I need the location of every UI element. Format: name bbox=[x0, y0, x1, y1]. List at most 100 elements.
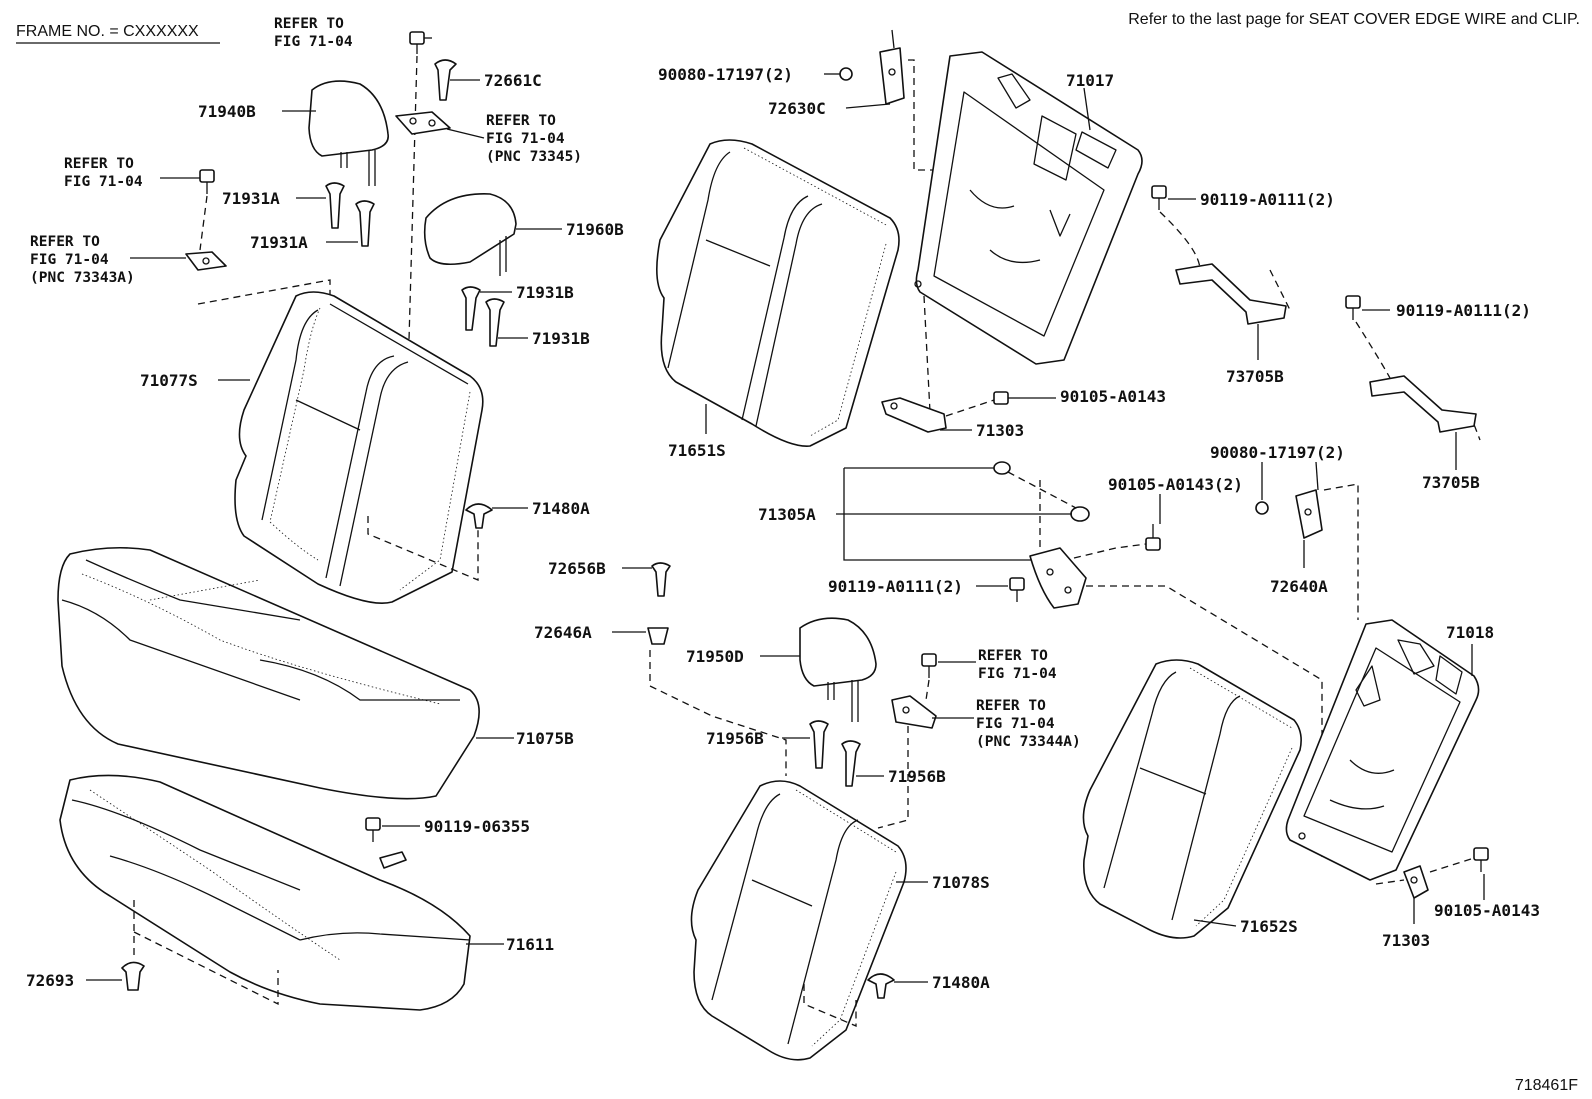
seatback-pad-71651s[interactable] bbox=[656, 139, 900, 447]
headrest-71960b[interactable] bbox=[423, 193, 517, 276]
label-72693: 72693 bbox=[26, 971, 74, 990]
bushing-71305a-1[interactable] bbox=[993, 461, 1011, 475]
label-71018: 71018 bbox=[1446, 623, 1494, 642]
dashed-guide-line bbox=[925, 679, 930, 701]
bracket-pnc-73343a[interactable] bbox=[185, 251, 227, 271]
bolt-90105-a0143-2[interactable] bbox=[1145, 524, 1161, 551]
label-71940b: 71940B bbox=[198, 102, 256, 121]
label-72656b: 72656B bbox=[548, 559, 606, 578]
leader-71017 bbox=[1083, 87, 1091, 131]
hinge-bracket[interactable] bbox=[1029, 547, 1087, 609]
hinge-71303-2[interactable] bbox=[1403, 865, 1429, 899]
label-90119-a0111-1: 90119-A0111(2) bbox=[1200, 190, 1335, 209]
seatback-frame-71017[interactable] bbox=[914, 51, 1143, 365]
hinge-71303-1[interactable] bbox=[881, 397, 947, 433]
label-73705b-1: 73705B bbox=[1226, 367, 1284, 386]
ref-r5-line2: FIG 71-04 bbox=[978, 666, 1057, 682]
nut-90080-17197-1[interactable] bbox=[839, 67, 853, 81]
label-73705b-2: 73705B bbox=[1422, 473, 1480, 492]
bolt-90119-a0111-3[interactable] bbox=[1009, 577, 1025, 602]
guide-72656b[interactable] bbox=[651, 562, 671, 597]
header-note: Refer to the last page for SEAT COVER ED… bbox=[1128, 11, 1580, 28]
ref-r2-line3: (PNC 73345) bbox=[486, 149, 582, 165]
bushing-71305a-2[interactable] bbox=[1070, 506, 1090, 522]
clip-71480a-2[interactable] bbox=[867, 973, 895, 999]
latch-bracket-72640a[interactable] bbox=[1295, 461, 1323, 539]
ref-r4-line2: FIG 71-04 bbox=[30, 252, 109, 268]
dashed-guide-line bbox=[197, 279, 331, 305]
hook-bracket[interactable] bbox=[379, 851, 407, 869]
label-71960b: 71960B bbox=[566, 220, 624, 239]
label-71652s: 71652S bbox=[1240, 917, 1298, 936]
headrest-71940b[interactable] bbox=[308, 80, 389, 186]
label-71303-1: 71303 bbox=[976, 421, 1024, 440]
guide-71956b-2[interactable] bbox=[841, 740, 861, 787]
ref-r6-line1: REFER TO bbox=[976, 698, 1046, 714]
ref-r3-line1: REFER TO bbox=[64, 156, 134, 172]
headrest-71950d[interactable] bbox=[799, 617, 877, 722]
label-90119-06355: 90119-06355 bbox=[424, 817, 530, 836]
ref-r3-line2: FIG 71-04 bbox=[64, 174, 143, 190]
bolt-90105-a0143-3[interactable] bbox=[1473, 847, 1489, 872]
dashed-guide-line bbox=[908, 59, 1040, 171]
seatback-pad-71078s[interactable] bbox=[690, 780, 907, 1061]
dashed-guide-line bbox=[408, 55, 418, 341]
dashed-guide-line bbox=[945, 399, 995, 417]
seat-cushion-frame-71611[interactable] bbox=[59, 774, 471, 1011]
latch-bracket-72630c[interactable] bbox=[879, 29, 905, 105]
bracket-pnc-73344a[interactable] bbox=[891, 695, 937, 729]
label-71931a-2: 71931A bbox=[250, 233, 308, 252]
guide-71956b-1[interactable] bbox=[809, 720, 829, 769]
bolt-90119-06355[interactable] bbox=[365, 817, 381, 842]
bolt-90105-a0143-1[interactable] bbox=[993, 391, 1020, 405]
dashed-guide-line bbox=[803, 984, 857, 1027]
nut-90080-17197-2[interactable] bbox=[1255, 501, 1269, 515]
ref-r2-line1: REFER TO bbox=[486, 113, 556, 129]
bolt-icon[interactable] bbox=[409, 31, 425, 54]
dashed-guide-line bbox=[199, 195, 208, 251]
label-90080-17197-2: 90080-17197(2) bbox=[1210, 443, 1345, 462]
seat-cushion-cover-71075b[interactable] bbox=[57, 546, 480, 800]
guide-71931b-2[interactable] bbox=[485, 298, 505, 347]
ref-r6-line2: FIG 71-04 bbox=[976, 716, 1055, 732]
leader-ref-r2 bbox=[446, 128, 485, 139]
clip-71480a-1[interactable] bbox=[465, 503, 493, 529]
seatback-frame-71018[interactable] bbox=[1285, 619, 1480, 881]
ref-r6-line3: (PNC 73344A) bbox=[976, 734, 1081, 750]
label-90119-a0111-2: 90119-A0111(2) bbox=[1396, 301, 1531, 320]
bracket-lines-71305a bbox=[836, 467, 1072, 561]
seatback-pad-71077s[interactable] bbox=[234, 291, 484, 604]
dashed-guide-line bbox=[923, 295, 931, 413]
label-72640a: 72640A bbox=[1270, 577, 1328, 596]
bolt-icon[interactable] bbox=[921, 653, 937, 678]
label-71956b-2: 71956B bbox=[888, 767, 946, 786]
bracket-73705b-1[interactable] bbox=[1175, 263, 1287, 325]
clip-72646a[interactable] bbox=[647, 627, 669, 645]
label-90105-a0143-3: 90105-A0143 bbox=[1434, 901, 1540, 920]
guide-71931a-2[interactable] bbox=[355, 200, 375, 247]
bolt-90119-a0111-1[interactable] bbox=[1151, 185, 1167, 210]
bracket-pnc-73345[interactable] bbox=[395, 111, 451, 135]
seatback-pad-71652s[interactable] bbox=[1082, 659, 1302, 939]
label-71931b-1: 71931B bbox=[516, 283, 574, 302]
label-71017: 71017 bbox=[1066, 71, 1114, 90]
label-90080-17197-1: 90080-17197(2) bbox=[658, 65, 793, 84]
bolt-icon[interactable] bbox=[199, 169, 215, 194]
ref-r1-line1: REFER TO bbox=[274, 16, 344, 32]
guide-71931b-1[interactable] bbox=[461, 286, 481, 331]
bolt-90119-a0111-2[interactable] bbox=[1345, 295, 1361, 320]
ref-r5-line1: REFER TO bbox=[978, 648, 1048, 664]
label-71075b: 71075B bbox=[516, 729, 574, 748]
ref-r2-line2: FIG 71-04 bbox=[486, 131, 565, 147]
guide-72661c[interactable] bbox=[434, 59, 457, 101]
leader-72630c bbox=[845, 103, 891, 109]
clip-72693[interactable] bbox=[121, 961, 145, 991]
label-90119-a0111-3: 90119-A0111(2) bbox=[828, 577, 963, 596]
dashed-guide-line bbox=[1073, 543, 1147, 559]
guide-71931a-1[interactable] bbox=[325, 182, 345, 229]
bracket-73705b-2[interactable] bbox=[1369, 375, 1477, 433]
label-72646a: 72646A bbox=[534, 623, 592, 642]
label-71956b-1: 71956B bbox=[706, 729, 764, 748]
label-71305a: 71305A bbox=[758, 505, 816, 524]
